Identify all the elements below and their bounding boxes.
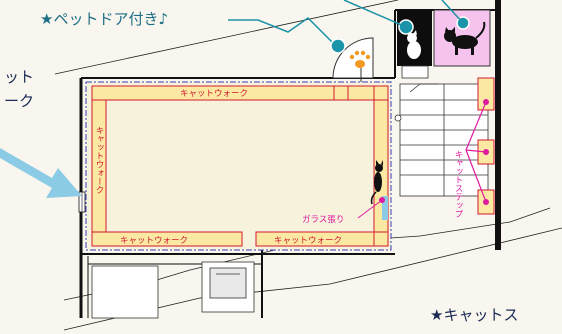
climbing-cat-icon (370, 160, 383, 205)
left-window (78, 191, 86, 213)
pet-door (332, 37, 374, 99)
sitting-cat-icon (407, 30, 421, 59)
cat-walk-label-bottom-right: キャットウォーク (274, 236, 342, 246)
pet-door-callout: ★ペットドア付き♪ (40, 10, 168, 28)
lower-fixtures (91, 261, 255, 319)
pet-door-leader (228, 0, 464, 47)
cat-walk-callout-line1: ット (4, 68, 34, 86)
cat-step-label-vertical: キャットステップ (453, 150, 463, 218)
walking-cat-icon (444, 21, 486, 55)
pet-door-marker (330, 38, 346, 54)
cat-step-shelves (465, 77, 495, 215)
living-room-boundary (85, 81, 392, 251)
staircase (394, 83, 489, 197)
glass-label: ガラス張り (302, 214, 344, 225)
glass-leader-line (357, 199, 383, 219)
cat-walk-label-left-vertical: キャットウォーク (94, 126, 104, 194)
cat-closet (397, 10, 432, 79)
cat-walk-label-top: キャットウォーク (180, 89, 248, 99)
cat-walk-callout-line2: ーク (4, 92, 34, 110)
glass-panel (357, 160, 388, 220)
direction-arrow (0, 148, 82, 198)
cat-room (433, 9, 491, 67)
paw-print-icon (349, 50, 371, 68)
cat-step-callout: ★キャットス (430, 306, 518, 324)
cat-walk-label-bottom-left: キャットウォーク (120, 236, 188, 246)
